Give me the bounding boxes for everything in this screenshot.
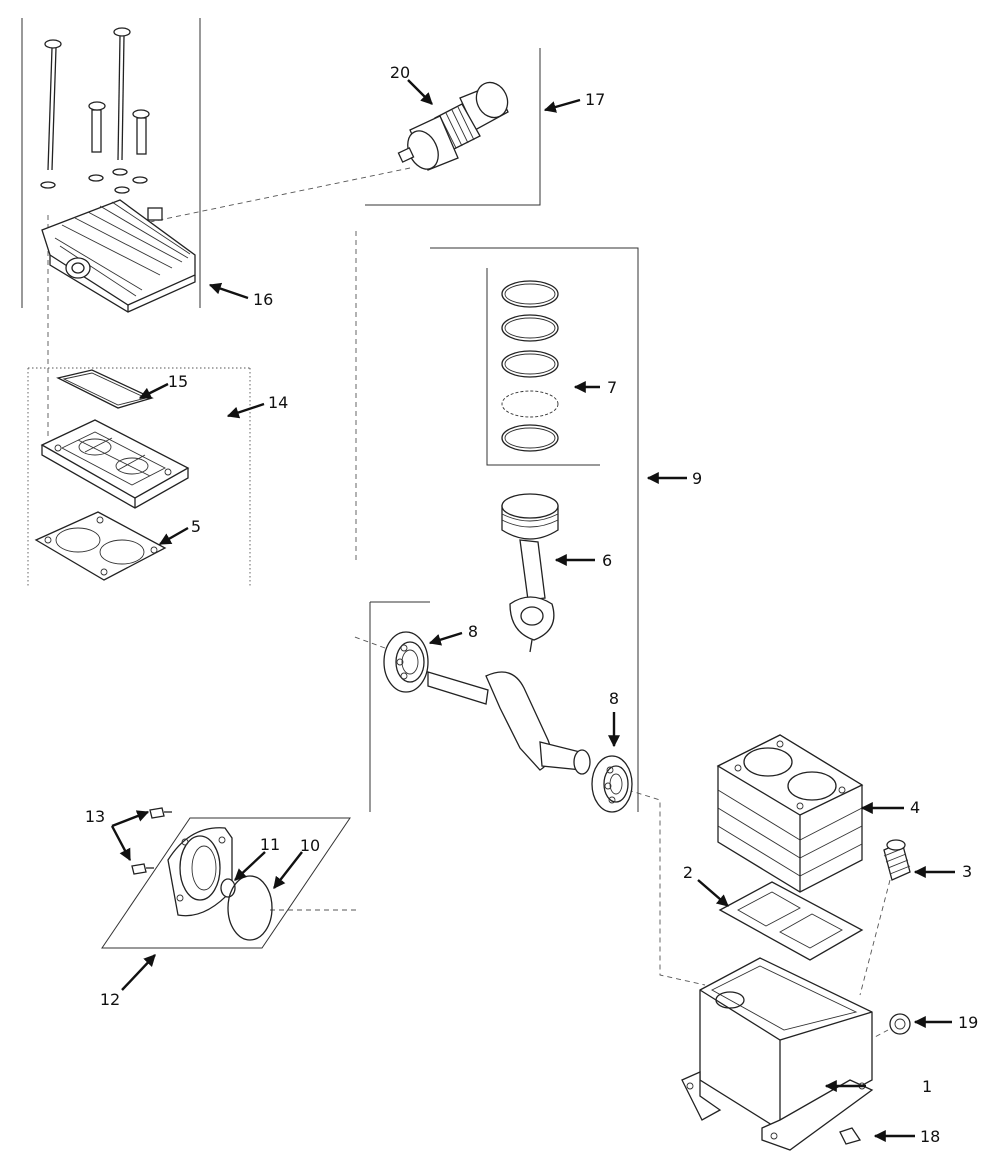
- callout-12: 12: [100, 990, 120, 1009]
- callout-15: 15: [168, 372, 188, 391]
- bearing-cover-12: [131, 807, 273, 941]
- breather-3: [883, 839, 911, 881]
- frame-crankshaft: [369, 601, 430, 812]
- crankcase-1: [681, 957, 874, 1151]
- frame-head-assembly: [21, 18, 201, 308]
- frame-valve-17: [365, 48, 541, 206]
- cylinder-4: [716, 734, 864, 893]
- gasket-2: [718, 881, 864, 961]
- drain-18: [839, 1127, 862, 1145]
- callout-11: 11: [260, 835, 280, 854]
- callout-6: 6: [602, 551, 612, 570]
- cylinder-head-16: [40, 27, 196, 313]
- callout-3: 3: [962, 862, 972, 881]
- frame-bearing-cover-12: [101, 817, 351, 949]
- o-ring-10: [227, 875, 273, 941]
- head-bolts: [40, 27, 150, 194]
- callout-7: 7: [607, 378, 617, 397]
- callout-4: 4: [910, 798, 920, 817]
- callout-17: 17: [585, 90, 605, 109]
- frame-valve-plate-assembly: [27, 367, 251, 588]
- oil-plug-19: [889, 1013, 911, 1035]
- piston-rings-7: [501, 280, 559, 452]
- seal-11: [220, 878, 236, 898]
- screw-13b: [131, 863, 147, 875]
- frame-rings-7: [486, 268, 600, 466]
- group-frames: [21, 18, 639, 949]
- callout-8-right: 8: [609, 689, 619, 708]
- screw-13a: [149, 807, 165, 819]
- crankshaft-assembly: [383, 631, 633, 813]
- gasket-15: [56, 369, 154, 409]
- frame-piston-assembly-9: [430, 247, 639, 812]
- callout-14: 14: [268, 393, 288, 412]
- callout-1: 1: [922, 1077, 932, 1096]
- callout-8-left: 8: [468, 622, 478, 641]
- valve-assembly-17: [397, 81, 509, 171]
- alignment-lines: [47, 167, 891, 1046]
- callout-10: 10: [300, 836, 320, 855]
- callout-13: 13: [85, 807, 105, 826]
- callout-5: 5: [191, 517, 201, 536]
- callout-18: 18: [920, 1127, 940, 1146]
- callout-16: 16: [253, 290, 273, 309]
- callout-2: 2: [683, 863, 693, 882]
- crankshaft-shaft: [427, 671, 489, 705]
- callout-9: 9: [692, 469, 702, 488]
- piston-rod-6: [501, 493, 559, 653]
- callout-labels: 1 2 3 4 5 6 7 8 8 9 10 11 12 13 14 15 16…: [85, 63, 979, 1146]
- callout-19: 19: [958, 1013, 978, 1032]
- gasket-5: [34, 511, 167, 581]
- valve-plate-assembly-14: [34, 369, 190, 581]
- callout-20: 20: [390, 63, 410, 82]
- callout-arrows: [110, 79, 955, 1142]
